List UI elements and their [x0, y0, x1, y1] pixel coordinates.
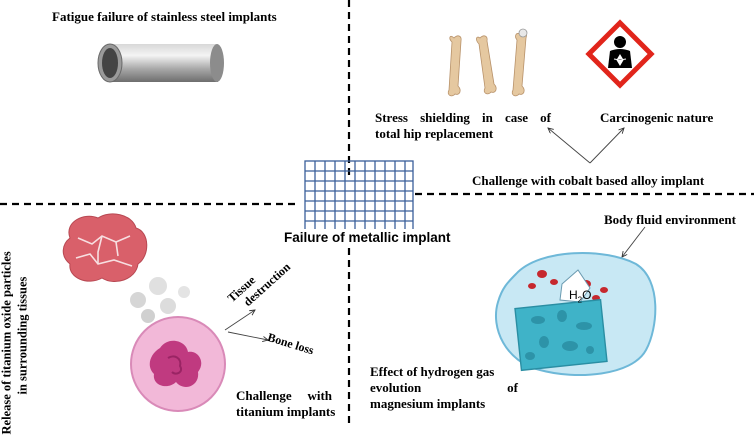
- release-label-line2: in surrounding tissues: [15, 276, 30, 395]
- titanium-particles-icon: [130, 277, 190, 323]
- diagram-lines: [0, 0, 754, 425]
- hydrogen-effect-line1: Effect of hydrogen gas: [370, 364, 495, 379]
- cobalt-challenge-label: Challenge with cobalt based alloy implan…: [472, 173, 705, 188]
- stress-shielding-line1: Stress shielding in case of: [375, 110, 551, 125]
- hydrogen-effect-line3: magnesium implants: [370, 396, 486, 411]
- arrow-to-stress: [548, 128, 591, 164]
- body-fluid-cell-icon: [495, 252, 657, 377]
- release-label-line1: Release of titanium oxide particles: [0, 251, 14, 435]
- h2o-label: H2O: [569, 288, 592, 305]
- neutrophil-cell-icon: [130, 316, 226, 412]
- hydrogen-effect-line2: evolution of: [370, 380, 518, 395]
- carcinogenic-label: Carcinogenic nature: [600, 110, 714, 125]
- body-fluid-label: Body fluid environment: [604, 212, 736, 227]
- central-title: Failure of metallic implant: [282, 229, 453, 246]
- stainless-steel-label: Fatigue failure of stainless steel impla…: [52, 9, 277, 24]
- steel-tube-icon: [97, 43, 224, 83]
- titanium-challenge-line1: Challenge with: [236, 388, 332, 403]
- health-hazard-icon: [585, 19, 655, 89]
- arrow-to-bone-loss: [227, 331, 268, 340]
- stress-shielding-line2: total hip replacement: [375, 126, 494, 141]
- arrow-to-fluid: [622, 226, 646, 257]
- bone-icons: [447, 28, 528, 97]
- tissue-icon: [62, 213, 148, 282]
- arrow-to-carcinogenic: [589, 128, 624, 164]
- arrow-to-tissue: [224, 310, 255, 331]
- titanium-challenge-line2: titanium implants: [236, 404, 336, 419]
